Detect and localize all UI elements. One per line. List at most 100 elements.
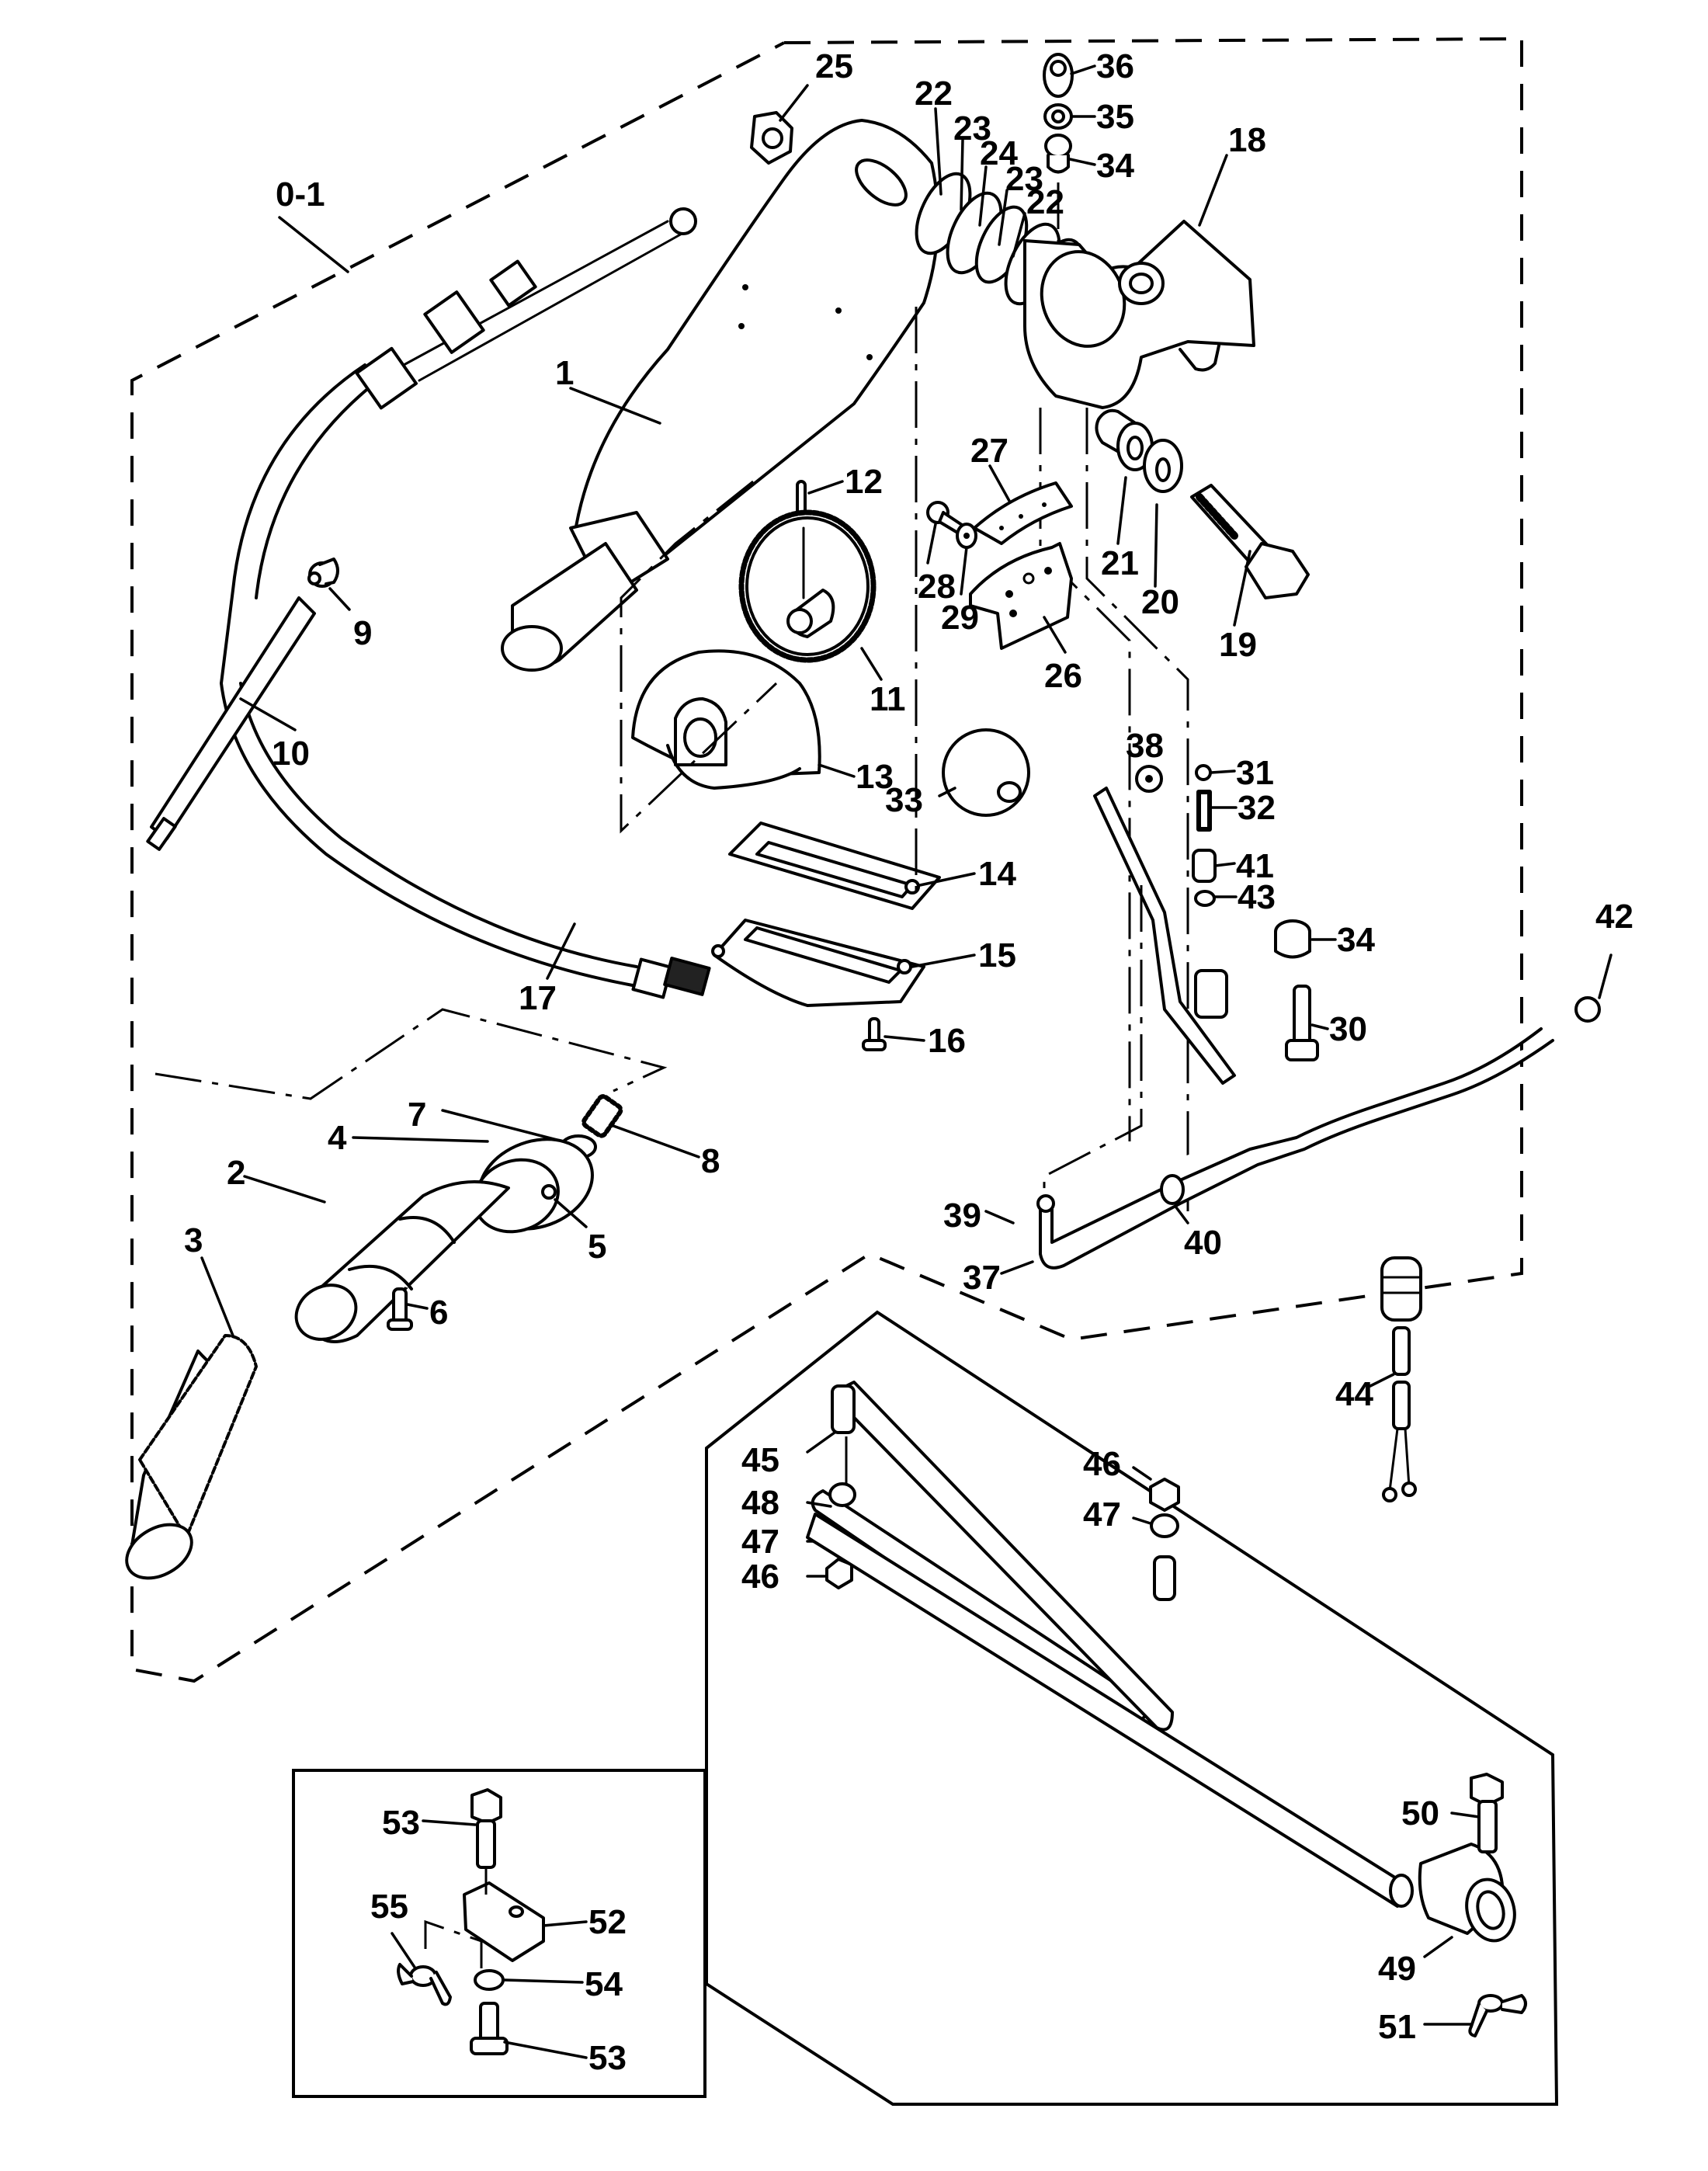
screw-45 (831, 1384, 856, 1434)
link-subassembly-box (705, 1310, 1559, 2106)
grip-3 (125, 1334, 258, 1580)
callout-46b: 46 (1083, 1445, 1121, 1483)
screw-5 (541, 1184, 557, 1200)
leader-3 (200, 1256, 234, 1337)
callout-31: 31 (1236, 754, 1274, 792)
callout-15: 15 (978, 936, 1016, 974)
callout-23b: 23 (1005, 160, 1043, 198)
leader-40 (1175, 1206, 1189, 1224)
callout-8: 8 (701, 1142, 720, 1180)
leader-2 (243, 1175, 326, 1204)
leader-13 (818, 763, 856, 778)
callout-17: 17 (519, 979, 557, 1017)
leader-8 (612, 1124, 700, 1158)
clamp-rod (806, 1513, 1414, 1908)
axis-grip (154, 1008, 668, 1100)
callout-12: 12 (845, 463, 883, 501)
leader-31 (1210, 769, 1236, 774)
callout-33: 33 (885, 781, 923, 819)
washer-47b (1150, 1513, 1179, 1538)
callout-42: 42 (1595, 898, 1633, 936)
throttle-cable-upper (220, 207, 697, 685)
wing-nut-51 (1468, 1994, 1527, 2037)
leader-24 (978, 165, 988, 227)
axis-bracket-left (1039, 408, 1131, 1141)
callout-41: 41 (1236, 847, 1274, 885)
leader-22b (1012, 212, 1026, 258)
leader-27 (988, 464, 1011, 502)
leader-10 (239, 697, 297, 731)
callout-54: 54 (585, 1965, 623, 2003)
leader-39 (984, 1210, 1015, 1224)
callout-1: 1 (555, 354, 574, 392)
stop-switch-44 (1380, 1256, 1422, 1502)
callout-30: 30 (1329, 1010, 1367, 1048)
callout-27: 27 (970, 432, 1008, 470)
leader-11 (860, 647, 883, 681)
callout-38: 38 (1126, 727, 1164, 765)
callout-10: 10 (272, 735, 310, 773)
leader-14 (918, 872, 976, 887)
callout-6: 6 (429, 1294, 448, 1332)
leader-44 (1369, 1373, 1395, 1388)
bolt-50 (1470, 1773, 1504, 1853)
callout-13: 13 (856, 758, 894, 796)
axis-gear (620, 480, 778, 834)
leader-17 (546, 922, 576, 980)
bolt-19 (1190, 484, 1310, 599)
callout-46a: 46 (741, 1558, 779, 1596)
callout-20: 20 (1141, 583, 1179, 621)
leader-12 (807, 480, 844, 495)
decal-27 (973, 481, 1073, 545)
leader-6 (406, 1303, 429, 1310)
leader-54 (503, 1978, 584, 1984)
block-subassembly-box (292, 1769, 706, 2098)
callout-28: 28 (918, 568, 956, 606)
callout-43: 43 (1238, 878, 1276, 916)
callout-53a: 53 (382, 1804, 420, 1842)
bushing-9 (307, 558, 339, 588)
callout-34a: 34 (1096, 147, 1134, 185)
washer-29 (956, 523, 977, 549)
gear-cover-13 (631, 649, 821, 790)
callout-21: 21 (1101, 544, 1139, 582)
shift-lever (1093, 787, 1236, 1085)
leader-48 (806, 1501, 832, 1508)
leader-21 (1116, 476, 1127, 545)
callout-45: 45 (741, 1441, 779, 1479)
callout-16: 16 (928, 1022, 966, 1060)
tiller-handle-housing (501, 119, 939, 672)
axis-bracket-right (1085, 408, 1189, 1211)
nut-46a (825, 1558, 853, 1589)
leader-18 (1198, 154, 1228, 227)
grip-tube-2 (294, 1180, 510, 1343)
leader-37 (1000, 1260, 1034, 1275)
leader-1 (569, 387, 661, 425)
leader-49 (1423, 1936, 1453, 1958)
leader-25 (779, 84, 809, 122)
callout-26: 26 (1044, 657, 1082, 695)
callout-37: 37 (963, 1259, 1001, 1297)
nut-36 (1043, 53, 1074, 98)
screw-link-lower (1153, 1555, 1176, 1601)
callout-24: 24 (980, 134, 1018, 172)
callout-53b: 53 (588, 2039, 627, 2077)
callout-39: 39 (943, 1197, 981, 1235)
leader-55 (391, 1932, 417, 1970)
axis-37 (1043, 885, 1143, 1196)
leader-42 (1598, 954, 1613, 999)
shift-rod-37 (1036, 1027, 1554, 1270)
screw-6 (387, 1287, 413, 1331)
gear-11 (738, 509, 877, 663)
leader-23a (960, 138, 964, 211)
ball-31 (1195, 764, 1212, 781)
leader-53a (422, 1819, 477, 1826)
screw-16 (862, 1017, 887, 1051)
callout-23a: 23 (953, 109, 991, 148)
leader-50 (1450, 1811, 1481, 1818)
leader-4 (352, 1136, 489, 1143)
collar-4 (473, 1138, 594, 1234)
callout-55: 55 (370, 1888, 408, 1926)
leader-9 (328, 587, 351, 611)
